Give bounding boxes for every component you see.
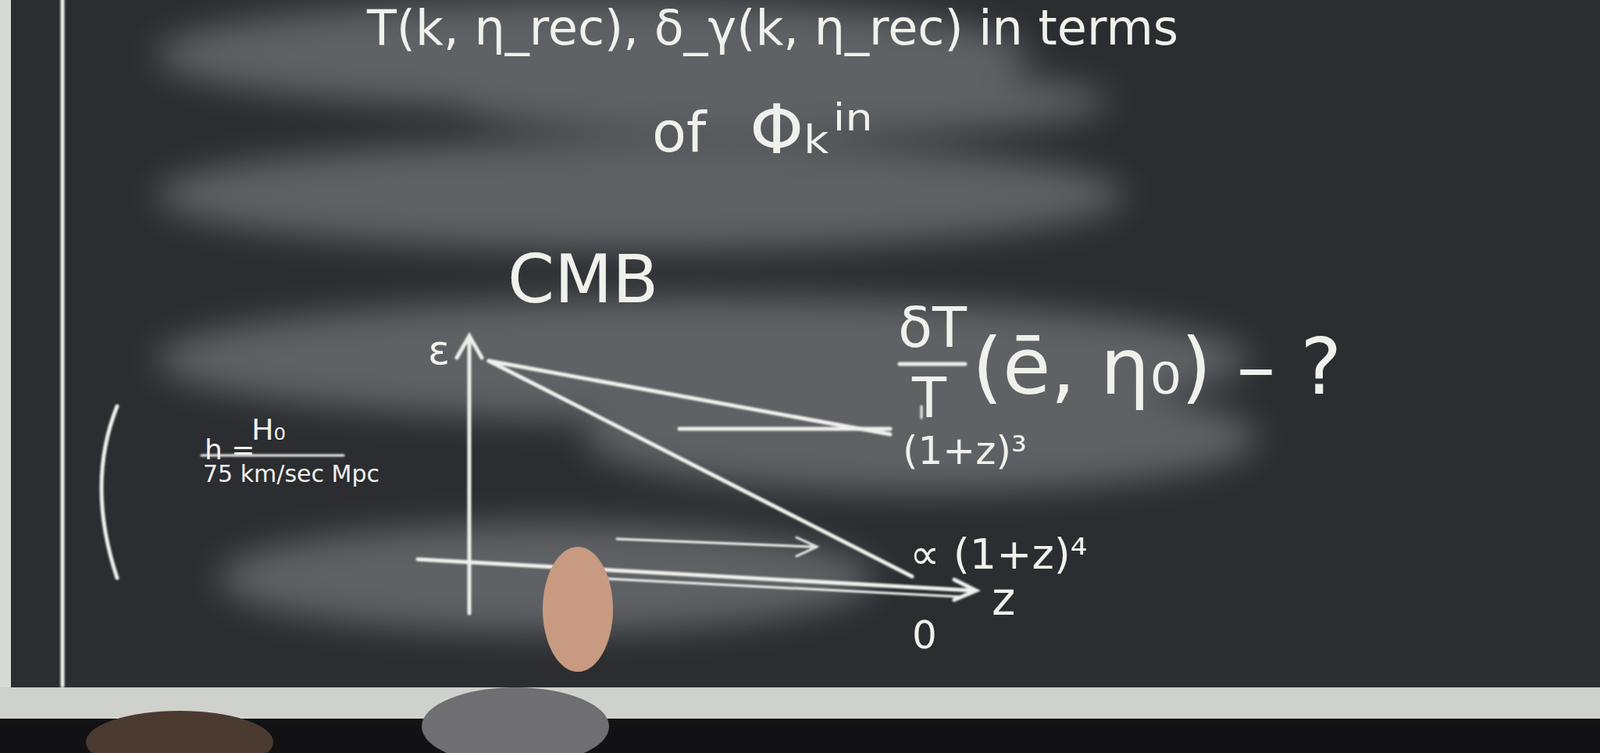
hand: [85, 546, 613, 753]
curve-label: ∝ (1+z)⁴: [909, 530, 1087, 578]
axis-label: ε: [427, 327, 450, 373]
parameter-label: 75 km/sec Mpc: [203, 460, 380, 487]
axis-label: z: [991, 574, 1016, 625]
parameter-label: H₀: [251, 413, 286, 447]
fraction-numerator: δT: [897, 296, 967, 359]
formula-text: (ē, η₀) – ?: [972, 324, 1342, 410]
fraction-denominator: T: [912, 367, 947, 429]
axis-tick: 0: [912, 613, 938, 657]
cmb-label: CMB: [507, 242, 659, 317]
chalk-lines: [62, 0, 977, 686]
curve-label: (1+z)³: [902, 429, 1027, 473]
heading-text: T(k, η_rec), δ_γ(k, η_rec) in terms: [367, 1, 1179, 55]
formula-text: Φₖⁱⁿ: [749, 92, 874, 168]
heading-text: of: [652, 101, 706, 164]
